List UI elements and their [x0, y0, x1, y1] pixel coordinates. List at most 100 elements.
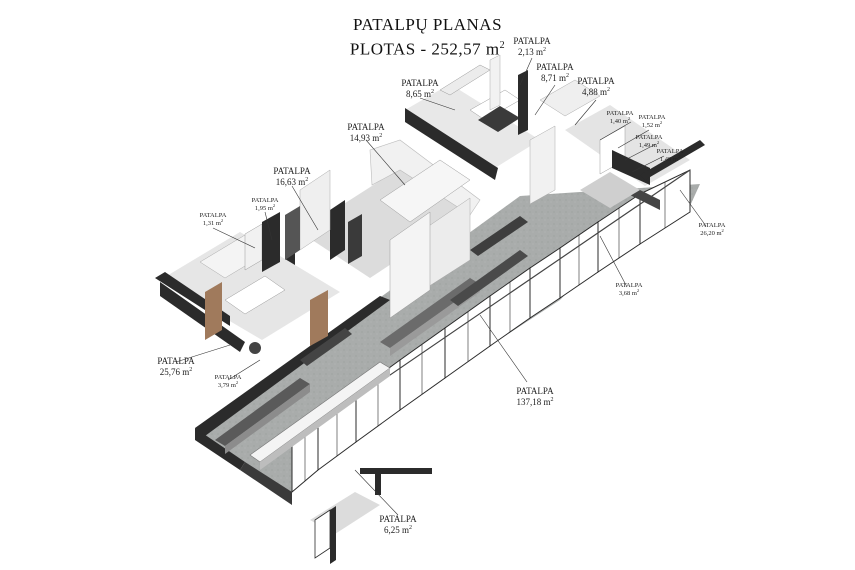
- room-label-name: PATALPA: [516, 386, 554, 396]
- room-area-superscript: 2: [627, 115, 631, 121]
- plan-area-superscript: 2: [499, 40, 506, 51]
- room-label-area: 1,40 m2: [607, 115, 634, 126]
- room-area-superscript: 2: [235, 379, 239, 385]
- plan-title: PATALPŲ PLANAS PLOTAS - 252,57 m2: [0, 14, 855, 60]
- room-label-name: PATALPA: [615, 282, 643, 289]
- room-label-name: PATALPA: [379, 514, 417, 524]
- room-label-area: 14,93 m2: [347, 133, 384, 144]
- room-area-value: 3,68 m: [618, 290, 637, 297]
- room-area-superscript: 2: [220, 217, 224, 223]
- room-area-superscript: 2: [721, 227, 724, 233]
- room-area-value: 6,25 m: [383, 525, 410, 535]
- room-label-area: 1,49 m2: [636, 139, 663, 150]
- room-label-name: PATALPA: [199, 212, 227, 219]
- room-label-name: PATALPA: [157, 356, 195, 366]
- right-small-rooms: [565, 105, 705, 210]
- room-area-value: 1,95 m: [254, 205, 273, 212]
- room-area-value: 137,18 m: [516, 397, 551, 407]
- room-label-name: PATALPA: [513, 36, 551, 46]
- room-area-value: 14,93 m: [349, 133, 380, 143]
- room-area-superscript: 2: [656, 139, 660, 145]
- room-label-area: 26,20 m2: [699, 227, 726, 238]
- room-label-name: PATALPA: [606, 110, 634, 117]
- room-area-value: 25,76 m: [159, 367, 190, 377]
- room-label-name: PATALPA: [577, 76, 615, 86]
- room-label-area: 2,13 m2: [513, 47, 550, 58]
- room-label-name: PATALPA: [635, 134, 663, 141]
- room-area-value: 16,63 m: [275, 177, 306, 187]
- room-area-superscript: 2: [305, 177, 309, 183]
- room-area-superscript: 2: [543, 47, 547, 53]
- room-label-area: 3,79 m2: [215, 379, 242, 390]
- room-area-superscript: 2: [431, 89, 435, 95]
- room-area-value: 1,49 m: [638, 142, 657, 149]
- top-rooms: [405, 54, 601, 205]
- room-label-area: 137,18 m2: [516, 397, 553, 408]
- room-area-superscript: 2: [379, 133, 383, 139]
- room-label-name: PATALPA: [401, 78, 439, 88]
- room-label-name: PATALPA: [536, 62, 574, 72]
- room-label-name: PATALPA: [638, 114, 666, 121]
- room-label-name: PATALPA: [698, 222, 726, 229]
- plan-title-line1: PATALPŲ PLANAS: [352, 15, 503, 34]
- entrance-room: [310, 468, 432, 564]
- plan-area-text: PLOTAS - 252,57 m: [349, 39, 500, 59]
- room-label-area: 8,65 m2: [401, 89, 438, 100]
- room-area-superscript: 2: [636, 287, 640, 293]
- room-area-value: 3,79 m: [217, 382, 236, 389]
- room-label-name: PATALPA: [656, 148, 684, 155]
- room-area-value: 26,20 m: [700, 230, 722, 237]
- room-area-value: 1,52 m: [641, 122, 660, 129]
- middle-rooms: [285, 139, 481, 319]
- room-area-superscript: 2: [272, 202, 276, 208]
- room-area-value: 4,88 m: [581, 87, 608, 97]
- room-label-name: PATALPA: [273, 166, 311, 176]
- room-label-area: 1,31 m2: [200, 217, 227, 228]
- room-label-area: 16,63 m2: [273, 177, 310, 188]
- plan-title-line2: PLOTAS - 252,57 m2: [0, 35, 855, 60]
- room-area-superscript: 2: [409, 525, 413, 531]
- room-label-area: 6,25 m2: [379, 525, 416, 536]
- left-office-room: [155, 206, 340, 354]
- room-area-superscript: 2: [550, 397, 554, 403]
- room-area-superscript: 2: [566, 73, 570, 79]
- room-label-area: 25,76 m2: [157, 367, 194, 378]
- room-label-name: PATALPA: [251, 197, 279, 204]
- room-area-value: 2,13 m: [517, 47, 544, 57]
- room-area-superscript: 2: [659, 119, 663, 125]
- room-label-area: 1,95 m2: [252, 202, 279, 213]
- room-area-superscript: 2: [607, 87, 611, 93]
- room-label-area: 3,68 m2: [616, 287, 643, 298]
- room-area-value: 1,49 m: [659, 156, 678, 163]
- room-area-value: 1,40 m: [609, 118, 628, 125]
- room-label-name: PATALPA: [347, 122, 385, 132]
- leader-lines: [175, 57, 707, 516]
- room-area-superscript: 2: [189, 367, 193, 373]
- room-area-value: 1,31 m: [202, 220, 221, 227]
- room-label-area: 1,49 m2: [657, 153, 684, 164]
- room-area-value: 8,71 m: [540, 73, 567, 83]
- room-label-area: 4,88 m2: [577, 87, 614, 98]
- room-area-superscript: 2: [677, 153, 681, 159]
- room-label-name: PATALPA: [214, 374, 242, 381]
- room-area-value: 8,65 m: [405, 89, 432, 99]
- room-label-area: 1,52 m2: [639, 119, 666, 130]
